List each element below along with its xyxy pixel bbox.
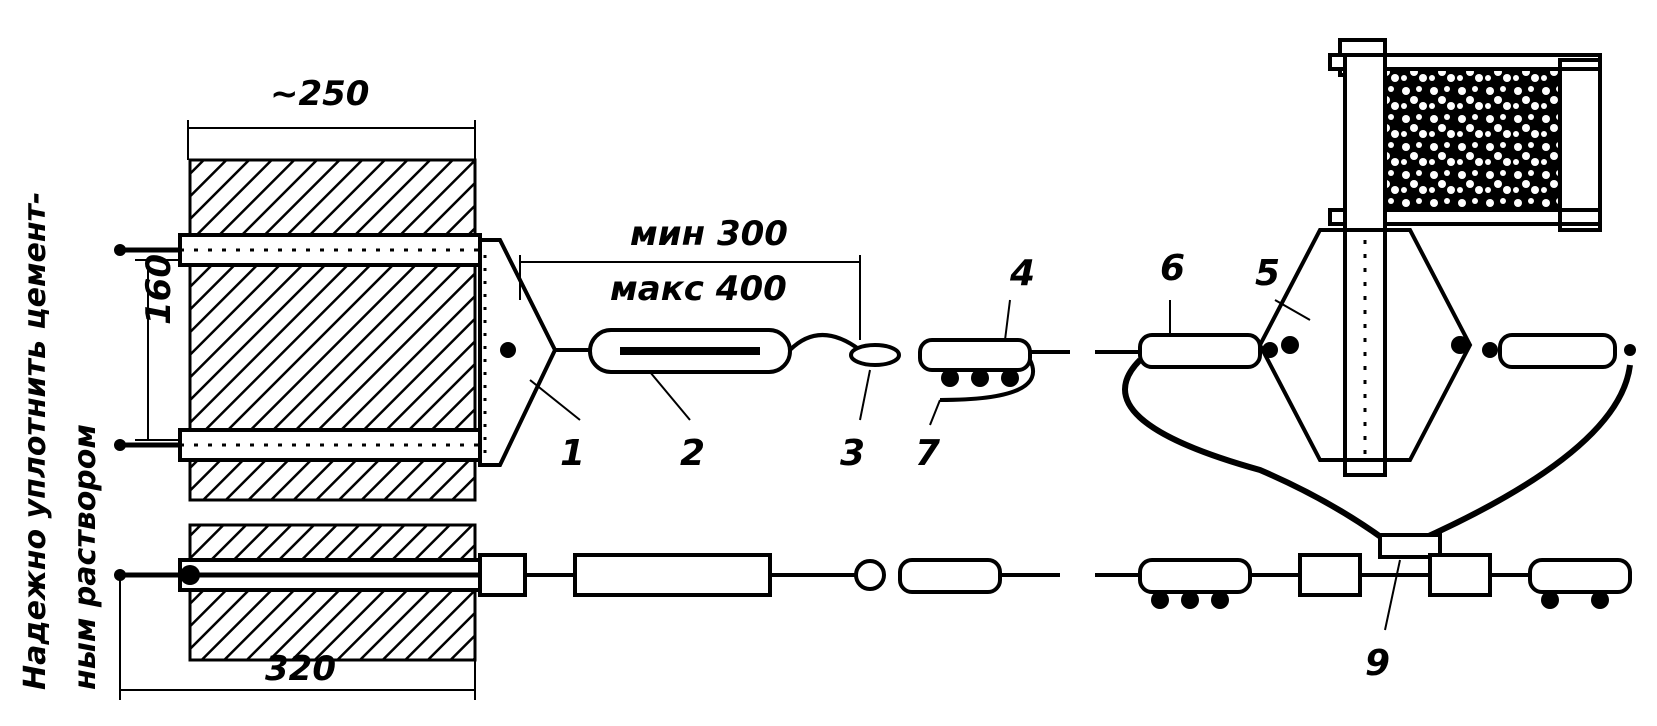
- label-4: 4: [1009, 253, 1035, 294]
- side-note: Надежно уплотнить цемент- ным раствором: [18, 192, 103, 690]
- label-2: 2: [680, 433, 705, 474]
- wall-joint-2: [178, 428, 482, 462]
- wire-clamp: [918, 338, 1070, 402]
- pole: [1343, 53, 1387, 477]
- wall-block-top: [114, 158, 482, 502]
- label-5: 5: [1255, 253, 1280, 294]
- label-3: 3: [840, 433, 865, 474]
- dimension-min-label: мин 300: [630, 214, 788, 254]
- dimension-height-left-label: 160: [139, 254, 179, 325]
- label-7: 7: [915, 433, 940, 474]
- thimble: [849, 343, 901, 367]
- dimension-width-bottom-label: 320: [265, 649, 336, 689]
- dimension-height-left: 160: [135, 254, 180, 441]
- turnbuckle: [555, 328, 862, 374]
- label-9: 9: [1365, 643, 1390, 684]
- wall-joint-1: [178, 233, 482, 267]
- ring-connector: [1378, 533, 1442, 559]
- pole-clamps: [1095, 333, 1636, 543]
- dimension-width-top-label: ~250: [270, 74, 369, 114]
- gravel-block: [1368, 58, 1562, 222]
- pole-assembly: [1328, 38, 1602, 477]
- side-note-line1: Надежно уплотнить цемент-: [18, 192, 53, 690]
- dimension-width-top: ~250: [187, 74, 476, 160]
- label-6: 6: [1160, 248, 1185, 289]
- label-1: 1: [560, 433, 585, 474]
- dimension-width-bottom: 320: [119, 580, 476, 700]
- dimension-length: мин 300 макс 400: [519, 214, 861, 340]
- anchor-plate: [478, 238, 558, 467]
- part-labels: 1 2 3 7 4 6 5 9: [529, 248, 1401, 684]
- dimension-max-label: макс 400: [610, 269, 787, 309]
- side-note-line2: ным раствором: [68, 424, 103, 690]
- wall-block-bottom: [114, 523, 1632, 662]
